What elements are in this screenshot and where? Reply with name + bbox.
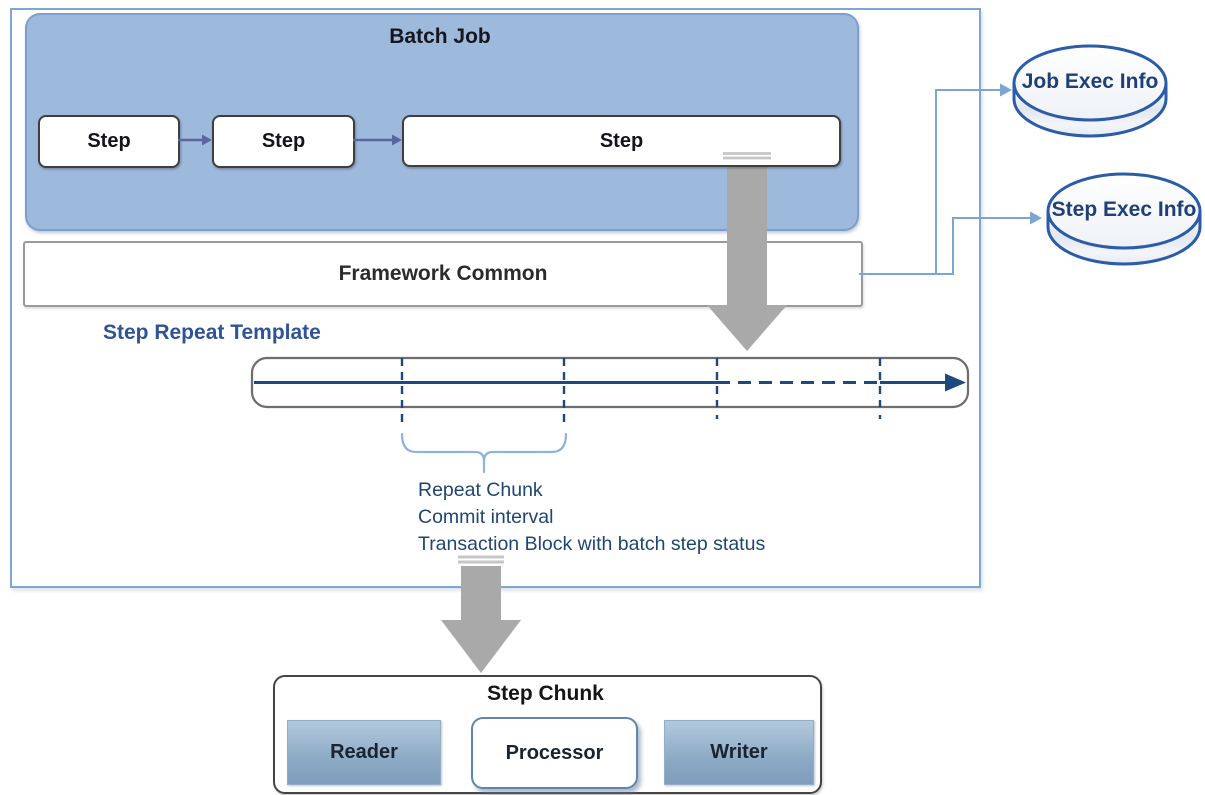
reader-box: Reader	[287, 720, 441, 785]
processor-box: Processor	[471, 717, 638, 789]
step-box-2: Step	[212, 115, 355, 168]
step-repeat-template-title: Step Repeat Template	[103, 321, 321, 344]
writer-label: Writer	[710, 741, 768, 763]
template-to-chunk-arrow-icon	[441, 555, 521, 673]
annotation-line: Commit interval	[418, 506, 554, 528]
writer-box: Writer	[664, 720, 814, 785]
step-exec-database-icon	[1046, 172, 1202, 266]
repeat-annotation: Repeat Chunk Commit interval Transaction…	[418, 477, 878, 558]
step-label: Step	[261, 130, 306, 152]
step-exec-info-label: Step Exec Info	[1051, 198, 1197, 221]
repeat-timeline	[250, 356, 970, 427]
job-exec-database-icon	[1012, 44, 1168, 138]
framework-common-box: Framework Common	[23, 241, 863, 307]
job-exec-info-label: Job Exec Info	[1021, 70, 1159, 93]
batch-job-title: Batch Job	[389, 25, 491, 48]
reader-label: Reader	[330, 741, 398, 763]
step-label: Step	[599, 129, 644, 152]
arrow-tail-lines-icon	[723, 152, 771, 160]
processor-label: Processor	[505, 741, 604, 764]
step-chunk-title: Step Chunk	[487, 682, 604, 705]
framework-common-label: Framework Common	[338, 262, 548, 285]
step-to-template-arrow-icon	[707, 164, 787, 351]
annotation-line: Repeat Chunk	[418, 479, 543, 501]
chunk-brace-icon	[400, 432, 568, 474]
timeline-arrowhead-icon	[945, 373, 966, 392]
step-label: Step	[87, 130, 131, 152]
step-box-1: Step	[38, 115, 180, 168]
annotation-line: Transaction Block with batch step status	[418, 533, 766, 555]
